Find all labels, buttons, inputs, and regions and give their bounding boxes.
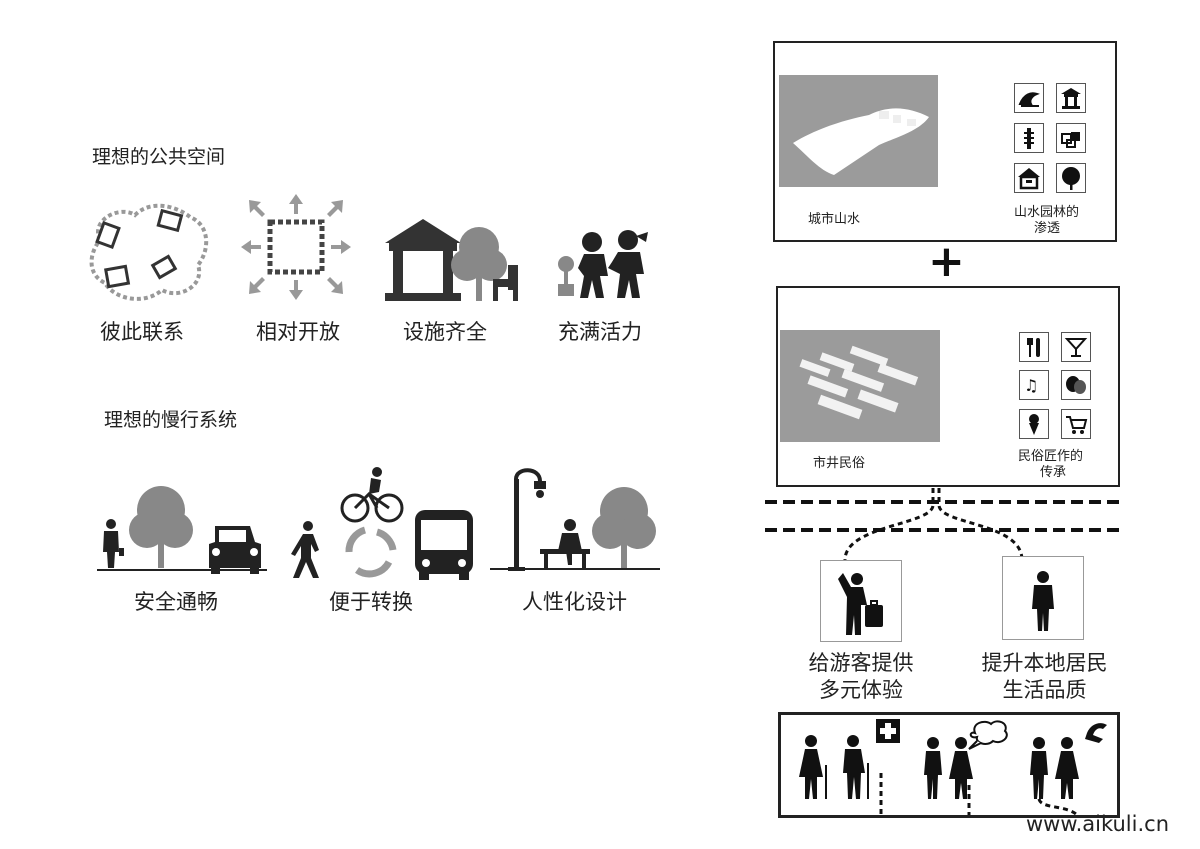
public-space-title: 理想的公共空间 — [92, 146, 226, 168]
streetlamp-bench-tree-icon — [490, 468, 660, 571]
music-notes-icon: ♫ — [1019, 370, 1049, 400]
tourist-line1: 给游客提供 — [808, 651, 914, 675]
tourist-line2: 多元体验 — [819, 678, 903, 702]
pavilion-tree-bench-icon — [385, 219, 518, 301]
house-icon — [1014, 163, 1044, 193]
pavilion-icon — [1056, 83, 1086, 113]
fork-knife-icon — [1019, 332, 1049, 362]
caption-city-landscape: 城市山水 — [808, 212, 861, 227]
walk-bike-bus-cycle-icon — [291, 467, 473, 580]
shopping-cart-icon — [1061, 409, 1091, 439]
caption-garden-line2: 渗透 — [1034, 221, 1061, 236]
ice-cream-icon — [1019, 409, 1049, 439]
item-label-connected: 彼此联系 — [100, 320, 184, 344]
resident-line2: 生活品质 — [1002, 678, 1087, 702]
item-label-vitality: 充满活力 — [558, 320, 642, 344]
open-square-arrows-icon — [241, 194, 351, 300]
pagoda-icon — [1014, 123, 1044, 153]
pedestrian-tree-car-icon — [97, 486, 267, 574]
caption-craft-line1: 民俗匠作的 — [1018, 449, 1084, 464]
tree-icon — [1056, 163, 1086, 193]
item-label-safe: 安全通畅 — [134, 590, 218, 614]
city-model-image — [779, 75, 938, 187]
cocktail-icon — [1061, 332, 1091, 362]
caption-garden-line1: 山水园林的 — [1014, 205, 1080, 220]
item-label-facilities: 设施齐全 — [403, 320, 487, 344]
resident-line1: 提升本地居民 — [981, 651, 1108, 675]
tourist-luggage-icon — [820, 560, 902, 642]
caption-craft-line2: 传承 — [1040, 465, 1067, 480]
people-strip — [778, 712, 1120, 818]
theater-masks-icon — [1061, 370, 1091, 400]
slow-traffic-title: 理想的慢行系统 — [104, 409, 238, 431]
item-label-humane: 人性化设计 — [522, 590, 627, 614]
children-playing-icon — [558, 230, 648, 298]
wave-icon — [1014, 83, 1044, 113]
market-model-image — [780, 330, 940, 442]
resident-person-icon — [1002, 556, 1084, 640]
item-label-transfer: 便于转换 — [329, 590, 413, 614]
watermark: www.aikuli.cn — [1026, 812, 1170, 836]
speech-cloud-icon — [968, 720, 1008, 750]
svg-text:♫: ♫ — [1024, 376, 1038, 395]
connected-squares-icon — [89, 203, 209, 301]
caption-folk-custom: 市井民俗 — [813, 456, 866, 471]
item-label-open: 相对开放 — [256, 320, 340, 344]
plus-sign: + — [928, 236, 965, 287]
cubes-icon — [1056, 123, 1086, 153]
